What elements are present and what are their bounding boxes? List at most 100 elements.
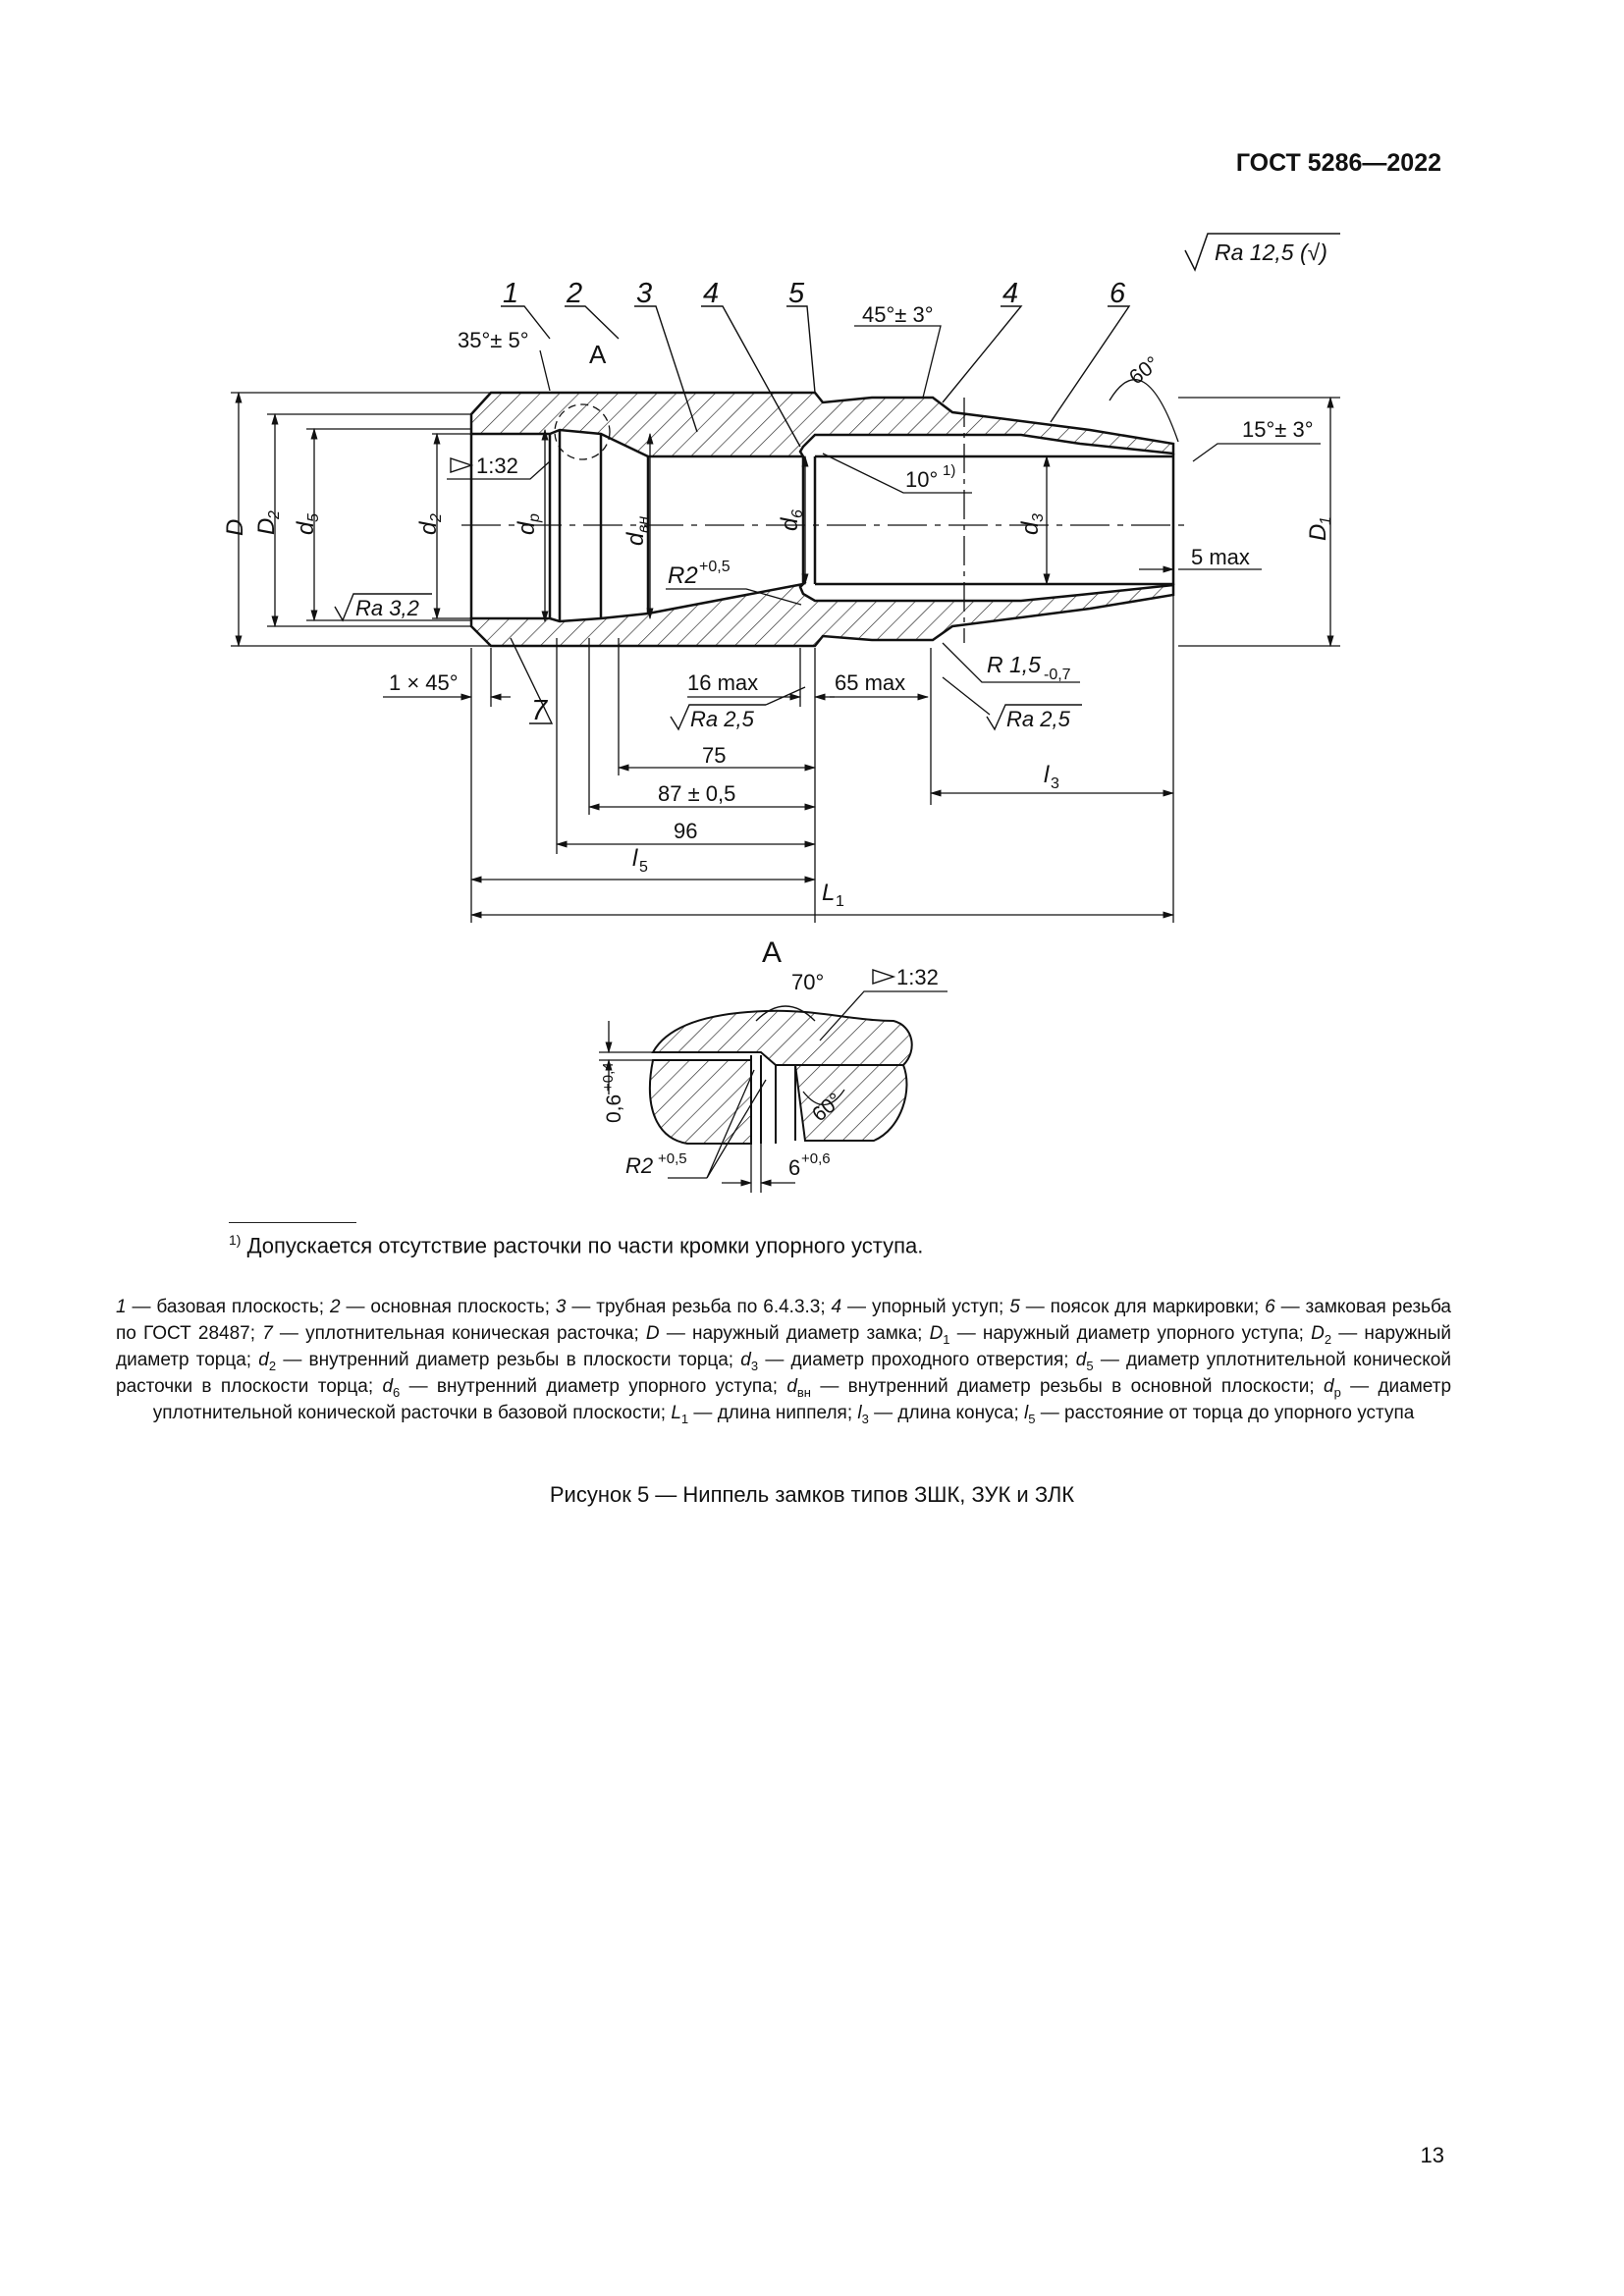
figure-legend: 1 — базовая плоскость; 2 — основная плос… [116,1294,1451,1426]
radius-small: R 1,5 [987,652,1041,677]
taper-label: 1:32 [476,454,518,478]
roughness-cone-leader [942,676,991,716]
callout-3: 3 [636,278,652,309]
legend-text: — наружный диаметр упорного уступа; [949,1323,1312,1344]
legend-text: — расстояние от торца до упорного уступа [1035,1403,1415,1423]
dim-65max: 65 max [835,670,905,695]
dim-75: 75 [702,743,726,768]
legend-sub: 3 [750,1358,759,1373]
document-header: ГОСТ 5286—2022 [1235,149,1441,177]
legend-symbol: D [645,1323,660,1344]
detail-a-label: A [589,340,607,369]
legend-key: 2 [329,1297,341,1317]
callout-leaders [501,305,1131,724]
figure-caption: Рисунок 5 — Ниппель замков типов ЗШК, ЗУ… [549,1482,1075,1507]
dim-l3-sub: 3 [1051,775,1059,792]
dim-16max: 16 max [687,670,758,695]
roughness-symbol-cone [986,704,1082,731]
detail-taper-leader [819,990,947,1041]
legend-text: — наружный диаметр торца; [116,1323,1451,1370]
legend-text: — внутренний диаметр резьбы в плоскости … [276,1350,741,1370]
taper-symbol [450,457,474,473]
footnote: 1) Допускается отсутствие расточки по ча… [229,1232,923,1258]
dim-87: 87 ± 0,5 [658,781,735,806]
legend-symbol: D [929,1323,944,1344]
detail-r2: R2 [625,1153,653,1178]
legend-symbol: l [857,1403,862,1423]
length-dimension-lines [469,638,1175,919]
legend-text: — уплотнительная коническая расточка; [272,1323,646,1344]
dim-L1: L [822,880,835,906]
footnote-rule [229,1222,356,1223]
legend-symbol: d [258,1350,269,1370]
detail-upper-section [651,1009,913,1066]
footnote-mark: 1) [229,1232,242,1248]
roughness-shoulder: Ra 2,5 [690,707,755,731]
callout-5: 5 [788,278,805,309]
roughness-shoulder-leader [765,686,806,706]
legend-symbol: d [1324,1376,1334,1397]
dim-d5: d [293,521,319,535]
dim-dp-sub: р [526,513,543,523]
detail-angle70: 70° [791,970,824,994]
legend-sub: 2 [1324,1331,1332,1347]
dim-d6: d [777,517,803,531]
dim-l5-sub: 5 [639,859,648,876]
dim-dp: d [514,521,540,535]
dim-dvn: d [623,532,649,546]
legend-text: — наружный диаметр замка; [659,1323,930,1344]
legend-text: — диаметр уплотнительной конической раст… [152,1376,1452,1423]
callout-1: 1 [503,278,518,309]
roughness-bore: Ra 3,2 [355,596,419,620]
detail-r2-tol: +0,5 [658,1150,687,1167]
dim-dvn-sub: вн [635,516,652,533]
detail-title: A [762,936,782,969]
radius-small-leader [942,642,1080,683]
detail-a-circle [554,403,611,460]
legend-key: 3 [555,1297,567,1317]
detail-dim06: 0,6 [603,1095,625,1123]
radius-small-tol: -0,7 [1044,667,1071,683]
thread-angle: 60° [1125,352,1164,390]
dim-l5: l [632,845,638,872]
dim-96: 96 [674,819,697,843]
bore-outline [469,430,1175,621]
relief-angle: 10° [905,467,938,492]
diameter-dimension-lines [231,391,1340,648]
callout-2: 2 [566,278,582,309]
radius-main-leader [666,588,802,606]
legend-key: 1 [116,1297,127,1317]
lower-wall-section [469,582,1175,648]
chamfer-angle-leader [539,349,551,392]
radius-main: R2 [668,562,698,589]
roughness-symbol-general [1184,233,1340,272]
legend-text: — диаметр уплотнительной конической раст… [116,1350,1451,1397]
callout-4a: 4 [703,278,719,309]
legend-sub: 3 [861,1411,869,1426]
dim-d3: d [1017,521,1044,535]
legend-sub: 5 [1028,1411,1036,1426]
legend-text: — базовая плоскость; [126,1297,330,1317]
cone-angle: 15°± 3° [1242,417,1314,442]
roughness-symbol-bore [334,593,432,622]
dim-d6-sub: 6 [789,509,806,518]
legend-key: 7 [262,1323,273,1344]
legend-text: — трубная резьба по 6.4.3.3; [566,1297,832,1317]
shoulder-angle-leader [854,325,942,399]
roughness-symbol-shoulder [670,704,766,731]
dim-D1-sub: 1 [1318,516,1334,525]
technical-drawing: Ra 12,5 (√) 1 2 3 4 5 4 6 7 [222,233,1340,1193]
legend-symbol: d [740,1350,751,1370]
dim-d5-sub: 5 [305,513,322,522]
legend-symbol: D [1311,1323,1325,1344]
legend-key: 6 [1265,1297,1275,1317]
dim-L1-sub: 1 [836,893,844,910]
callout-4b: 4 [1002,278,1018,309]
legend-symbol: d [382,1376,394,1397]
legend-text: — поясок для маркировки; [1019,1297,1266,1317]
dim-D1: D [1305,524,1331,541]
page-number: 13 [1420,2143,1444,2167]
thread-angle-arc [1109,379,1179,443]
callout-7: 7 [531,695,549,726]
legend-sub: 5 [1086,1358,1094,1373]
